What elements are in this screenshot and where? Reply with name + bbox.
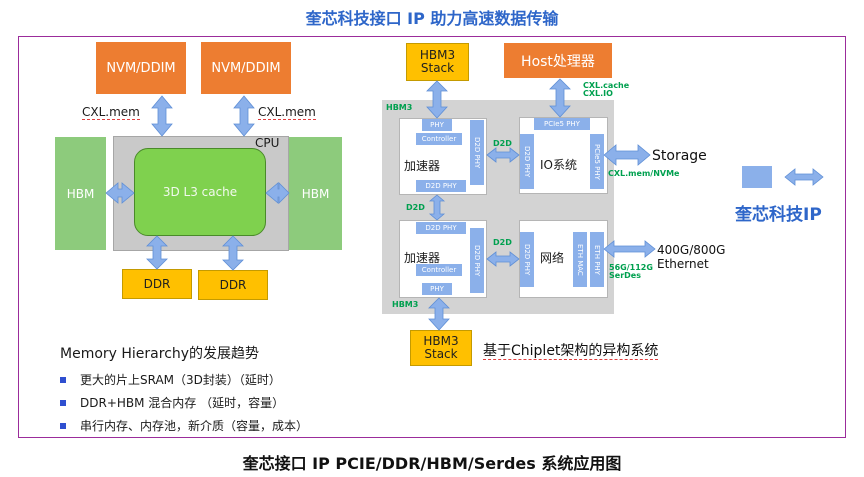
double-arrow-icon	[265, 182, 290, 204]
controller-top-bar: Controller	[416, 133, 462, 145]
d2d-label-top: D2D	[493, 139, 512, 148]
hbm3-stack-bottom: HBM3 Stack	[410, 330, 472, 366]
hbm3-stack-bottom-line1: HBM3	[423, 334, 459, 348]
d2d-phy-top-bar-2: D2D PHY	[416, 222, 466, 234]
storage-label: Storage	[652, 148, 707, 164]
double-arrow-icon	[428, 194, 446, 221]
double-arrow-icon	[151, 95, 173, 137]
double-arrow-icon	[233, 95, 255, 137]
d2d-label-mid: D2D	[406, 203, 425, 212]
d2d-phy-vbar-bottom: D2D PHY	[470, 228, 484, 293]
io-system-label: IO系统	[540, 158, 577, 172]
page-title: 奎芯科技接口 IP 助力高速数据传输	[305, 9, 559, 28]
bullet-square-icon	[60, 400, 66, 406]
pcie-phy-top-bar: PCIe5 PHY	[534, 118, 590, 130]
eth-mac-vbar: ETH MAC	[573, 232, 587, 287]
double-arrow-icon	[549, 78, 571, 118]
brand-square-icon	[742, 166, 772, 188]
cxl-mem-label-right: CXL.mem	[258, 105, 316, 120]
cxl-nvme-label: CXL.mem/NVMe	[608, 169, 680, 178]
d2d-phy-vbar-io: D2D PHY	[520, 134, 534, 189]
d2d-phy-vbar-net: D2D PHY	[520, 232, 534, 287]
cxl-cache-line: CXL.cache	[583, 81, 630, 90]
l3-cache-block: 3D L3 cache	[134, 148, 266, 236]
hbm-box-right: HBM	[289, 137, 342, 250]
double-arrow-icon	[486, 147, 520, 163]
double-arrow-icon	[603, 240, 656, 258]
serdes-speed: 56G/112G	[609, 263, 653, 272]
ethernet-word: Ethernet	[657, 257, 709, 271]
eth-phy-vbar: ETH PHY	[590, 232, 604, 287]
nvm-ddim-box-right: NVM/DDIM	[201, 42, 291, 94]
hbm3-stack-bottom-line2: Stack	[424, 347, 458, 361]
double-arrow-icon	[146, 235, 168, 270]
hbm3-stack-top-line1: HBM3	[419, 48, 456, 62]
ethernet-speed: 400G/800G	[657, 243, 726, 257]
hbm3-stack-top-line2: Stack	[420, 61, 455, 75]
legend-title: Memory Hierarchy的发展趋势	[60, 346, 260, 362]
legend-bullet-3: 串行内存、内存池，新介质（容量，成本）	[80, 419, 309, 433]
double-arrow-icon	[105, 182, 135, 204]
brand-label: 奎芯科技IP	[735, 205, 822, 225]
host-processor-box: Host处理器	[504, 43, 612, 78]
double-arrow-icon	[428, 297, 450, 331]
pcie-phy-vbar: PCIe5 PHY	[590, 134, 604, 189]
d2d-phy-bottom-bar: D2D PHY	[416, 180, 466, 192]
controller-bottom-bar: Controller	[416, 264, 462, 276]
double-arrow-icon	[603, 144, 651, 166]
cxl-cache-label: CXL.cache CXL.IO	[583, 82, 629, 98]
double-arrow-icon	[222, 235, 244, 271]
bullet-square-icon	[60, 423, 66, 429]
ethernet-label: 400G/800G Ethernet	[657, 243, 725, 271]
accelerator-bottom-label: 加速器	[404, 251, 441, 265]
phy-top-bar: PHY	[422, 119, 452, 131]
diagram-frame	[18, 36, 846, 438]
double-arrow-icon	[426, 80, 448, 119]
legend-bullet-1: 更大的片上SRAM（3D封装）（延时）	[80, 373, 281, 387]
cxl-io-line: CXL.IO	[583, 89, 613, 98]
serdes-word: SerDes	[609, 271, 641, 280]
phy-bottom-bar: PHY	[422, 283, 452, 295]
hbm3-stack-top: HBM3 Stack	[406, 43, 469, 81]
nvm-ddim-box-left: NVM/DDIM	[96, 42, 186, 94]
double-arrow-icon	[486, 251, 520, 267]
hbm3-tag-top: HBM3	[386, 103, 413, 112]
bottom-title: 奎芯接口 IP PCIE/DDR/HBM/Serdes 系统应用图	[242, 454, 622, 473]
double-arrow-icon	[784, 168, 824, 186]
hbm-box-left: HBM	[55, 137, 106, 250]
hbm3-tag-bottom: HBM3	[392, 300, 419, 309]
bullet-square-icon	[60, 377, 66, 383]
accelerator-top-label: 加速器	[404, 159, 441, 173]
legend-bullet-2: DDR+HBM 混合内存 （延时，容量）	[80, 396, 285, 410]
cpu-label: CPU	[255, 136, 280, 150]
chiplet-caption: 基于Chiplet架构的异构系统	[483, 343, 659, 360]
serdes-label: 56G/112G SerDes	[609, 264, 653, 280]
network-label: 网络	[540, 251, 565, 265]
d2d-phy-vbar-top: D2D PHY	[470, 120, 484, 185]
cxl-mem-label-left: CXL.mem	[82, 105, 140, 120]
d2d-label-bottom: D2D	[493, 238, 512, 247]
